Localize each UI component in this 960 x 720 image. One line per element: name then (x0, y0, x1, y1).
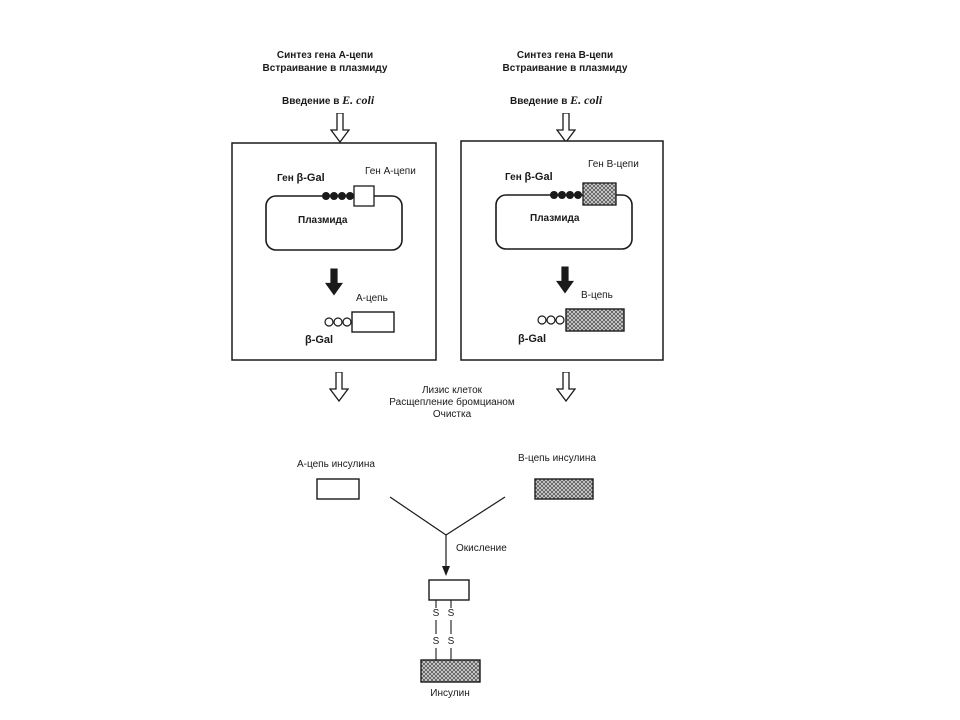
right-plasmid-label: Плазмида (530, 213, 580, 224)
disulfide-bond-lines (435, 600, 452, 660)
processing-line2: Расщепление бромцианом (389, 397, 515, 408)
sulfur-left-bottom: S (432, 636, 440, 647)
left-intro-arrow-icon (330, 113, 350, 143)
processing-line1: Лизис клеток (421, 385, 483, 396)
sulfur-right-top: S (447, 608, 455, 619)
left-intro-prefix: Введение в (282, 96, 340, 107)
right-lysis-arrow-icon (556, 372, 576, 402)
left-gal-gene-dots (322, 192, 354, 200)
right-intro-organism: E. coli (570, 93, 603, 107)
right-fusion-label: β-Gal (518, 333, 547, 345)
right-chain-label: В-цепь (581, 290, 613, 301)
left-fusion-label: β-Gal (305, 334, 334, 346)
left-plasmid-label: Плазмида (298, 215, 348, 226)
combining-lines (389, 496, 506, 570)
left-gene-label: Ген А-цепи (365, 166, 416, 177)
oxidation-arrowhead-icon (442, 566, 450, 576)
left-header-line2: Встраивание в плазмиду (262, 63, 388, 74)
right-gal-gene-prefix: Ген (505, 172, 522, 183)
left-gal-gene-label: Ген β-Gal (277, 172, 325, 185)
purified-b-chain (534, 478, 594, 500)
right-intro-arrow-icon (556, 113, 576, 143)
purified-a-chain (316, 478, 360, 500)
a-chain-insulin-label: А-цепь инсулина (297, 459, 375, 470)
processing-line3: Очистка (432, 409, 472, 420)
left-fusion-gal-dots (324, 317, 352, 327)
right-fusion-gal-dots (537, 315, 565, 325)
right-cell-panel (460, 140, 664, 361)
right-header-line2: Встраивание в плазмиду (502, 63, 628, 74)
left-header-line1: Синтез гена А-цепи (276, 50, 374, 61)
oxidation-label: Окисление (456, 543, 507, 554)
sulfur-left-top: S (432, 608, 440, 619)
insulin-b-chain (420, 659, 481, 683)
right-intro-prefix: Введение в (510, 96, 568, 107)
left-gal-gene-prefix: Ген (277, 173, 294, 184)
left-a-chain-gene (353, 185, 375, 207)
right-fusion-b-chain (565, 308, 625, 332)
left-chain-label: А-цепь (356, 293, 388, 304)
insulin-label: Инсулин (430, 688, 470, 699)
left-fusion-a-chain (351, 311, 395, 333)
right-intro-label: Введение в E. coli (510, 94, 602, 108)
b-chain-insulin-label: В-цепь инсулина (518, 453, 596, 464)
left-gal-gene-name: β-Gal (296, 172, 325, 184)
sulfur-right-bottom: S (447, 636, 455, 647)
insulin-a-chain (428, 579, 470, 601)
right-gal-gene-label: Ген β-Gal (505, 171, 553, 184)
left-lysis-arrow-icon (329, 372, 349, 402)
right-gene-label: Ген В-цепи (588, 159, 639, 170)
left-intro-organism: E. coli (342, 93, 375, 107)
left-intro-label: Введение в E. coli (282, 94, 374, 108)
right-header-line1: Синтез гена В-цепи (516, 50, 614, 61)
right-gal-gene-dots (550, 191, 582, 199)
right-gal-gene-name: β-Gal (524, 171, 553, 183)
right-b-chain-gene (582, 182, 617, 206)
